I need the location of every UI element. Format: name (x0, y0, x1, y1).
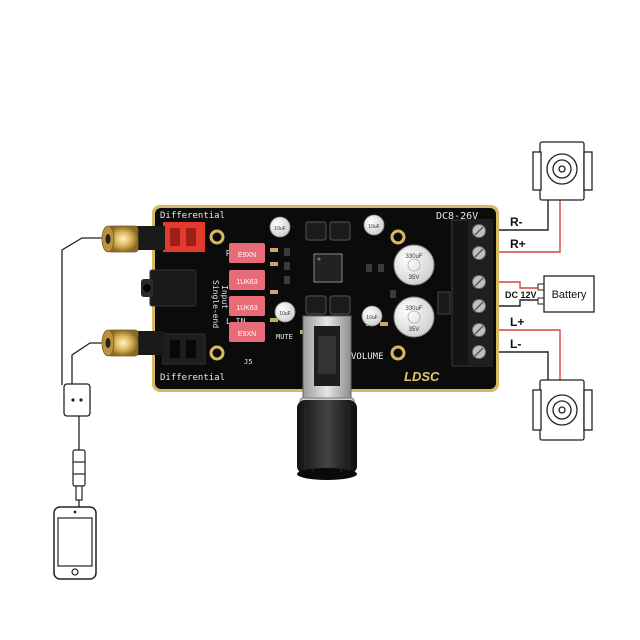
j5-label: J5 (244, 358, 252, 366)
differential-header-top (163, 222, 205, 252)
audio-splitter (64, 384, 90, 416)
single-end-label: Single-end (211, 280, 220, 328)
svg-text:35V: 35V (409, 275, 420, 281)
brand-label: LDSC (404, 369, 440, 384)
rca-jack-icon (102, 226, 165, 252)
cap-code-1: E9XN (238, 252, 256, 259)
mute-label: MUTE (276, 333, 293, 341)
dc-12v-label: DC 12V (505, 290, 537, 300)
svg-text:330uF: 330uF (405, 306, 422, 312)
svg-text:10uF: 10uF (366, 315, 377, 321)
svg-text:10uF: 10uF (368, 224, 379, 230)
battery-box: Battery (538, 276, 594, 312)
smartphone-icon (54, 507, 96, 579)
speaker-icon (533, 142, 592, 200)
l-plus-label: L+ (510, 315, 524, 329)
small-capacitor: 10uF (270, 217, 290, 237)
audio-jack-3-5mm (141, 270, 196, 306)
volume-knob-icon (297, 398, 357, 480)
cap-code-4: E9XN (238, 331, 256, 338)
input-label: Input (220, 285, 229, 309)
svg-text:10uF: 10uF (274, 226, 285, 232)
speaker-icon (533, 380, 592, 440)
audio-plug-icon (73, 450, 85, 500)
battery-label: Battery (552, 289, 587, 301)
big-capacitor: 330uF 35V (394, 245, 434, 285)
volume-label: VOLUME (351, 352, 384, 362)
small-capacitor: 10uF (364, 215, 384, 235)
svg-text:35V: 35V (409, 327, 420, 333)
volume-potentiometer (303, 316, 351, 400)
cap-code-2: 1UK63 (236, 279, 258, 286)
r-minus-label: R- (510, 215, 523, 229)
differential-top-label: Differential (160, 211, 225, 221)
l-minus-label: L- (510, 337, 521, 351)
rca-jack-icon (102, 330, 165, 356)
svg-text:10uF: 10uF (279, 311, 290, 317)
r-plus-label: R+ (510, 237, 526, 251)
differential-header-bottom (163, 334, 205, 364)
differential-bottom-label: Differential (160, 373, 225, 383)
small-capacitor: 10uF (275, 302, 295, 322)
cap-code-3: 1UK63 (236, 305, 258, 312)
svg-text:330uF: 330uF (405, 254, 422, 260)
big-capacitor: 330uF 35V (394, 297, 434, 337)
source-wires (62, 238, 112, 507)
small-capacitor: 10uF (362, 306, 382, 326)
amplifier-chip (314, 254, 342, 282)
